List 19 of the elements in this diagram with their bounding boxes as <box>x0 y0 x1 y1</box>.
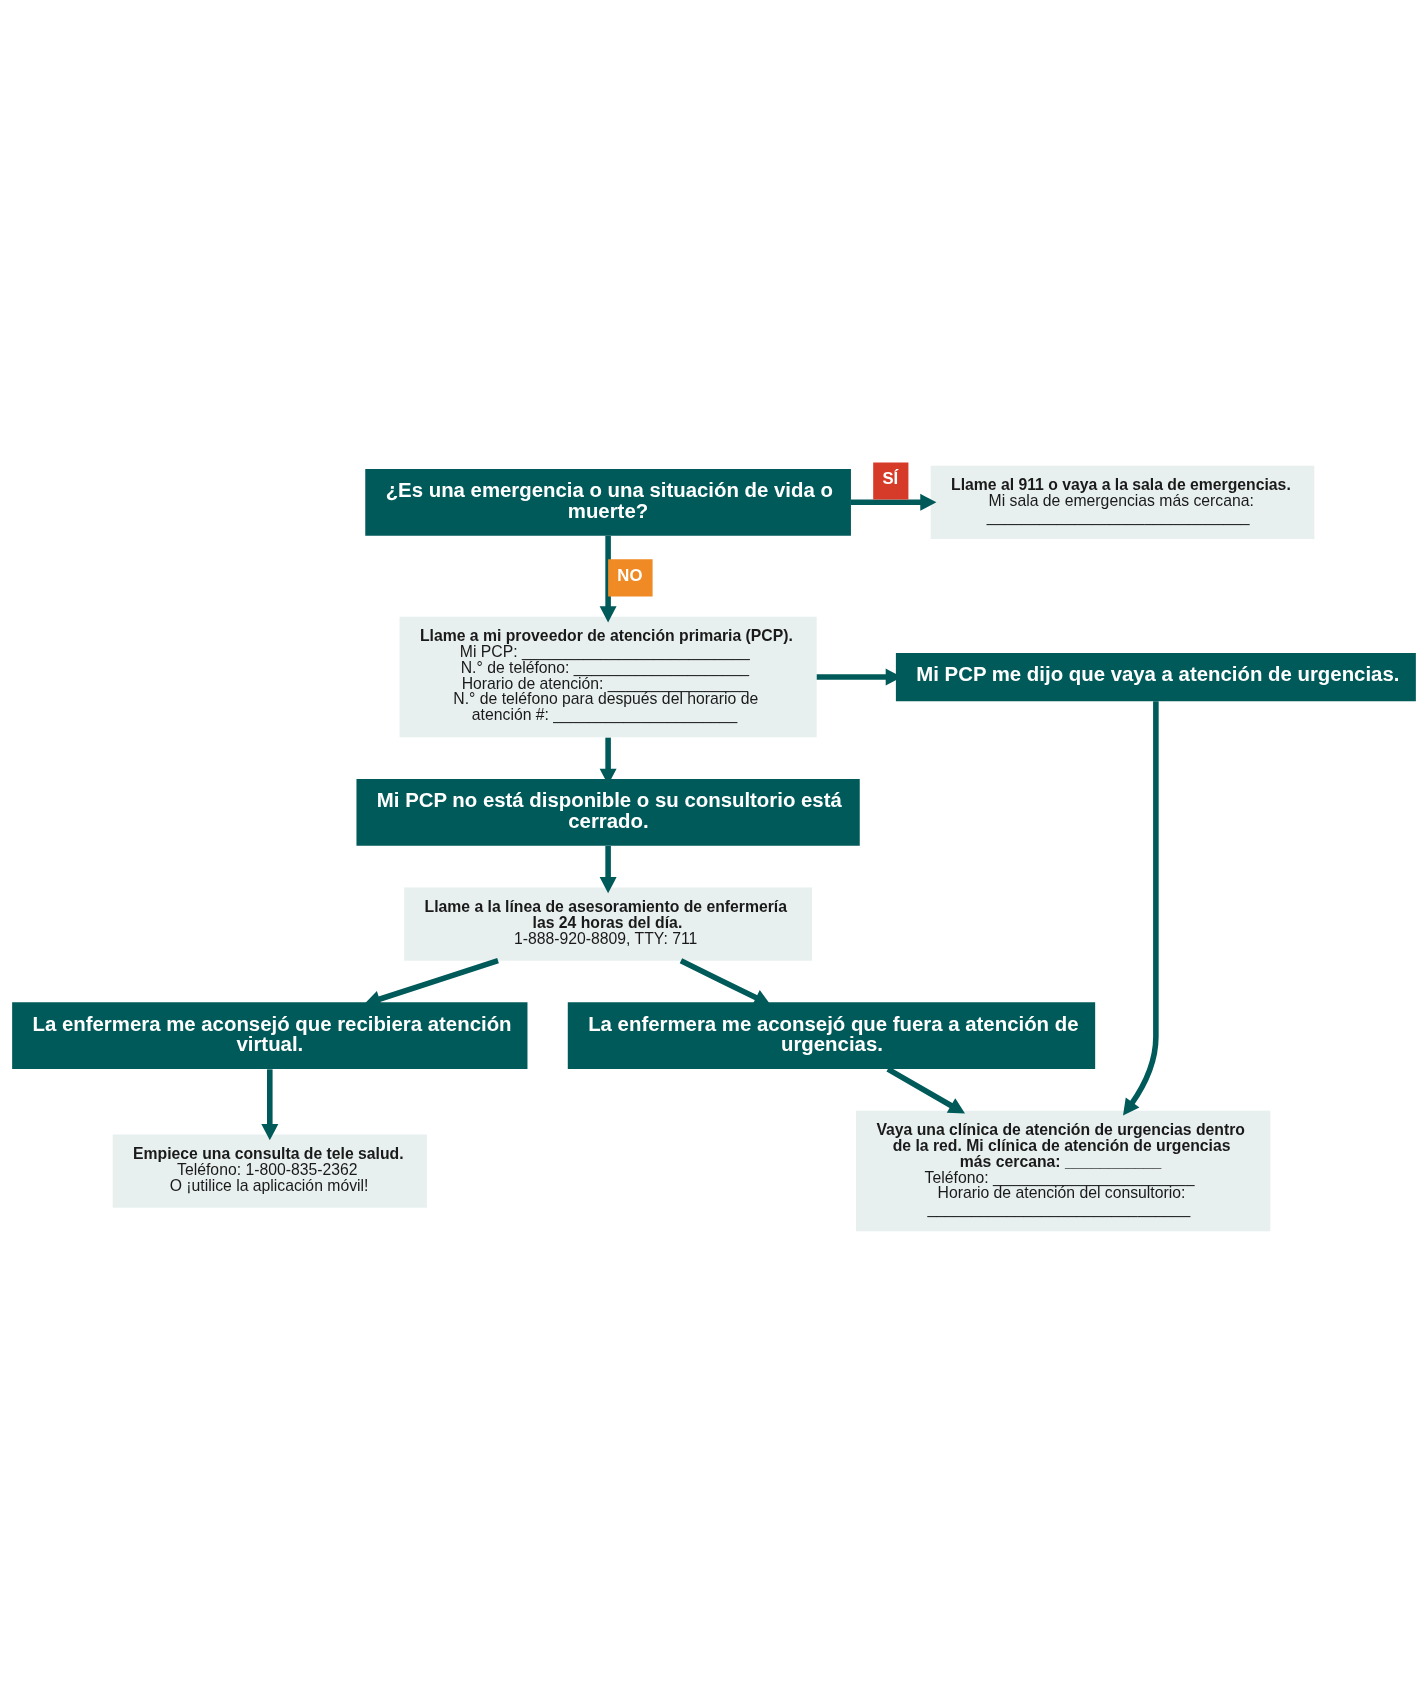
node-box: Vaya una clínica de atención de urgencias dentro de la red. Mi clínica de atención de urgencias más cercana: ___________ Teléfono: _______________________ Horario de atención del consultorio: ______________________________ <box>856 1110 1271 1232</box>
arrow <box>886 1066 966 1114</box>
arrow <box>261 1069 279 1141</box>
node-box: Empiece una consulta de tele salud. Teléfono: 1-800-835-2362 O ¡utilice la aplicación móvil! <box>112 1134 427 1208</box>
arrow <box>851 493 937 511</box>
node-box: Mi PCP me dijo que vaya a atención de urgencias. <box>895 652 1416 702</box>
edge-label: SÍ <box>882 469 899 489</box>
node-box: La enfermera me aconsejó que fuera a atención de urgencias. <box>567 1002 1096 1070</box>
node-box: Mi PCP no está disponible o su consultorio está cerrado. <box>356 779 860 846</box>
arrow <box>679 958 771 1006</box>
node-box: ¿Es una emergencia o una situación de vida o muerte? <box>365 468 851 536</box>
node-box: Llame a mi proveedor de atención primaria (PCP). Mi PCP: __________________________ N.° de teléfono: ____________________ Horario de atención: ________________ N.° de teléfono para después del horario de atención #: _____________________ <box>399 616 817 738</box>
edge-label: NO <box>617 566 643 586</box>
node-box: La enfermera me aconsejó que recibiera atención virtual. <box>12 1002 528 1070</box>
arrow <box>599 845 617 894</box>
node-box: Llame al 911 o vaya a la sala de emergencias. Mi sala de emergencias más cercana: ______________________________ <box>930 465 1315 539</box>
node-box: Llame a la línea de asesoramiento de enfermería las 24 horas del día. 1-888-920-8809, TTY: 711 <box>404 887 812 961</box>
arrow <box>599 535 617 623</box>
arrow <box>1123 701 1159 1116</box>
